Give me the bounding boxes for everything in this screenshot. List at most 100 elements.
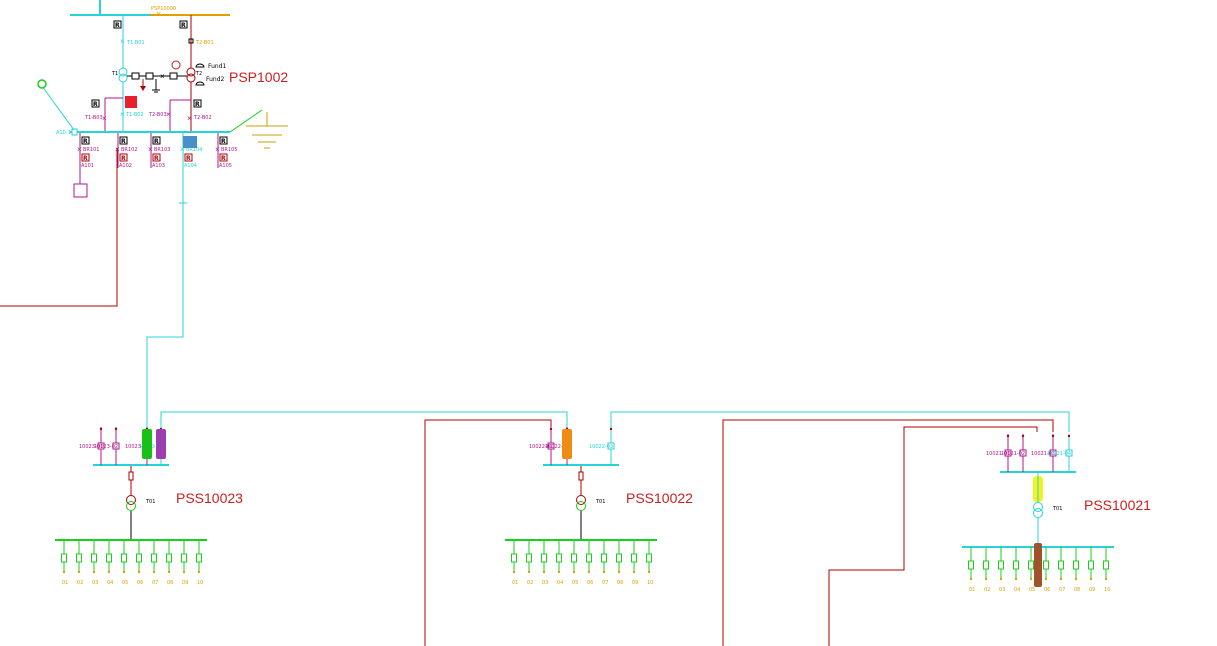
lv-fuse-icon[interactable] [1103,560,1109,570]
coupling-switch-2[interactable] [145,72,154,80]
feeder-to-pss10023[interactable] [146,148,184,452]
lv-fuse-icon[interactable] [1043,560,1049,570]
station-feeder-switch[interactable] [1065,449,1073,457]
lv-output[interactable]: 02 [76,540,84,586]
switchgear-block[interactable] [156,429,166,459]
outgoing-line-pss10021-a[interactable] [722,419,1054,646]
lv-highlight-block[interactable] [1034,543,1042,587]
lv-fuse-icon[interactable] [526,553,532,563]
station-feeder-switch[interactable] [607,442,615,450]
coupling-breaker-icon[interactable]: × [160,72,165,81]
outgoing-line-west[interactable] [0,148,118,307]
lv-fuse-icon[interactable] [631,553,637,563]
station-feeder-switch[interactable] [1049,449,1057,457]
coupling-switch-1[interactable] [131,72,140,80]
station-feeder-switch[interactable] [1004,449,1012,457]
lv-fuse-icon[interactable] [136,553,142,563]
lv-output[interactable]: 02 [526,540,534,586]
lv-output[interactable]: 05 [1028,547,1036,593]
lv-fuse-icon[interactable] [556,553,562,563]
transformer-icon[interactable] [576,495,586,505]
lv-output[interactable]: 06 [1043,547,1051,593]
transformer-icon[interactable] [126,495,136,505]
lv-output[interactable]: 01 [61,540,69,586]
lv-output[interactable]: 05 [121,540,129,586]
lv-fuse-icon[interactable] [511,553,517,563]
lv-fuse-icon[interactable] [196,553,202,563]
lv-fuse-icon[interactable] [616,553,622,563]
station-feeder-switch[interactable] [112,442,120,450]
transformer-t1-icon[interactable] [118,67,128,77]
coupling-switch-3[interactable] [169,72,178,80]
feeder-breaker-icon[interactable]: × [77,145,82,154]
lv-output[interactable]: 07 [1058,547,1066,593]
lv-output[interactable]: 06 [586,540,594,586]
lv-fuse-icon[interactable] [61,553,67,563]
lv-fuse-icon[interactable] [571,553,577,563]
lv-output[interactable]: 03 [998,547,1006,593]
transformer-icon[interactable] [1033,502,1043,512]
lv-output[interactable]: 10 [1103,547,1111,593]
lv-output[interactable]: 07 [601,540,609,586]
lv-output[interactable]: 09 [181,540,189,586]
lv-fuse-icon[interactable] [601,553,607,563]
lv-output[interactable]: 05 [571,540,579,586]
breaker-t2-b02[interactable]: × [187,114,192,123]
transformer-switch[interactable] [578,471,584,481]
station-feeder-switch[interactable] [97,442,105,450]
outgoing-line-pss10022[interactable] [424,419,552,646]
capacitor-icon[interactable] [73,183,88,198]
lv-fuse-icon[interactable] [151,553,157,563]
lv-fuse-icon[interactable] [91,553,97,563]
status-blue-block[interactable] [183,136,197,148]
fan-icon-2[interactable] [195,81,205,86]
lv-fuse-icon[interactable] [106,553,112,563]
breaker-t1-b02[interactable]: × [120,110,125,119]
lv-output[interactable]: 03 [541,540,549,586]
lv-output[interactable]: 07 [151,540,159,586]
lv-fuse-icon[interactable] [76,553,82,563]
lv-fuse-icon[interactable] [646,553,652,563]
lv-output[interactable]: 06 [136,540,144,586]
lv-output[interactable]: 01 [511,540,519,586]
feeder-breaker-icon[interactable]: × [148,145,153,154]
lv-output[interactable]: 04 [106,540,114,586]
lv-output[interactable]: 09 [631,540,639,586]
lv-fuse-icon[interactable] [166,553,172,563]
lv-fuse-icon[interactable] [586,553,592,563]
lv-fuse-icon[interactable] [541,553,547,563]
station-feeder-switch[interactable] [1019,449,1027,457]
lv-fuse-icon[interactable] [998,560,1004,570]
generator-icon[interactable] [37,79,47,89]
lv-output[interactable]: 03 [91,540,99,586]
switchgear-block[interactable] [562,429,572,459]
lv-output[interactable]: 08 [1073,547,1081,593]
link-pss10022-pss10021[interactable] [610,411,1070,432]
lv-fuse-icon[interactable] [1073,560,1079,570]
feeder-breaker-icon[interactable]: × [215,145,220,154]
line-breaker-icon[interactable]: × [156,9,161,19]
transformer-t2-icon[interactable] [186,67,196,77]
bus-section-switch[interactable] [71,128,78,136]
lv-fuse-icon[interactable] [968,560,974,570]
station-feeder-switch[interactable] [547,442,555,450]
transformer-switch[interactable] [128,471,134,481]
lv-fuse-icon[interactable] [983,560,989,570]
lv-fuse-icon[interactable] [1088,560,1094,570]
breaker-t2-b01[interactable] [188,38,194,44]
fan-icon-1[interactable] [195,63,205,68]
link-pss10023-pss10022[interactable] [160,411,568,427]
lv-output[interactable]: 01 [968,547,976,593]
lv-fuse-icon[interactable] [1028,560,1034,570]
lv-output[interactable]: 10 [646,540,654,586]
lv-fuse-icon[interactable] [121,553,127,563]
lv-output[interactable]: 08 [166,540,174,586]
breaker-t1-b01[interactable]: × [120,37,125,46]
lv-output[interactable]: 08 [616,540,624,586]
lv-output[interactable]: 10 [196,540,204,586]
lv-fuse-icon[interactable] [181,553,187,563]
